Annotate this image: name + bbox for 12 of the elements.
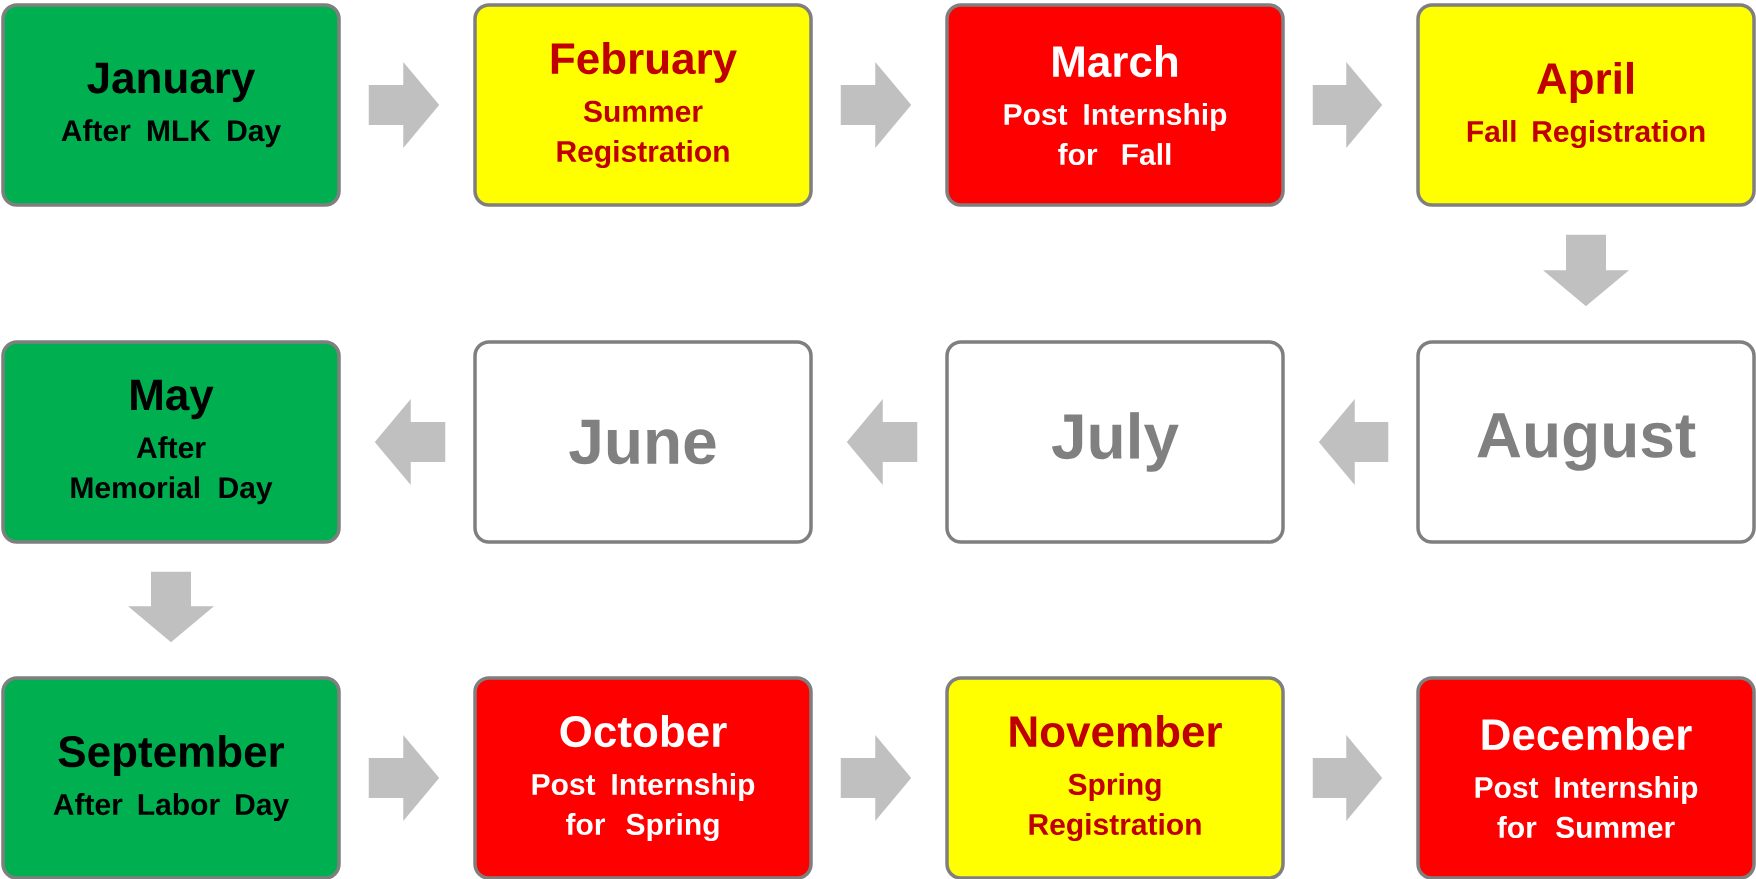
month-box: August: [1416, 340, 1756, 544]
month-box: March Post Internship for Fall: [945, 3, 1285, 207]
month-box: November Spring Registration: [945, 676, 1285, 879]
month-box: July: [945, 340, 1285, 544]
month-box: October Post Internship for Spring: [473, 676, 813, 879]
month-box: May After Memorial Day: [1, 340, 341, 544]
month-box: April Fall Registration: [1416, 3, 1756, 207]
month-box: June: [473, 340, 813, 544]
month-box: December Post Internship for Summer: [1416, 676, 1756, 879]
month-box: September After Labor Day: [1, 676, 341, 879]
month-box: February Summer Registration: [473, 3, 813, 207]
month-box: January After MLK Day: [1, 3, 341, 207]
